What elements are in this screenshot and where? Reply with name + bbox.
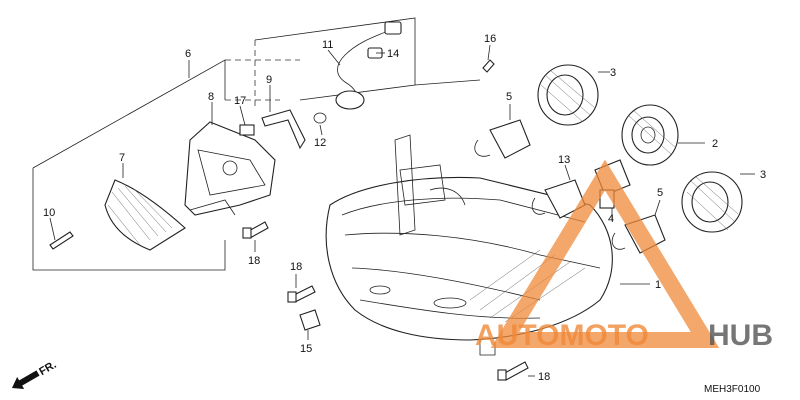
watermark-text-part1: AUTOMOTO [475, 319, 649, 352]
clip-17 [239, 124, 255, 136]
bolt-18-upper [242, 221, 269, 239]
callout-numbers: 1 2 3 3 4 5 5 6 7 8 9 10 11 12 13 14 15 … [43, 33, 766, 383]
callout-2: 2 [712, 138, 718, 150]
callout-1: 1 [655, 279, 661, 291]
bracket [261, 109, 306, 150]
bolt-18-lower [497, 361, 529, 381]
callout-3-lower: 3 [760, 169, 766, 181]
dust-cover-upper [537, 64, 599, 126]
callout-11: 11 [322, 39, 333, 51]
watermark: AUTOMOTO HUB [475, 159, 773, 352]
callout-14: 14 [387, 48, 399, 60]
callout-4: 4 [608, 213, 614, 225]
position-light-housing [184, 121, 276, 216]
bulb-socket-wire [313, 21, 402, 124]
watermark-text-part2: HUB [708, 319, 773, 352]
callout-7: 7 [119, 152, 125, 164]
front-label: FR. [37, 359, 58, 378]
drawing-code: MEH3F0100 [704, 384, 761, 395]
front-cover [104, 179, 186, 251]
callout-3-upper: 3 [610, 67, 616, 79]
callout-12: 12 [314, 137, 326, 149]
callout-5-upper: 5 [506, 91, 512, 103]
callout-15: 15 [300, 343, 312, 355]
callout-18-lower: 18 [538, 371, 550, 383]
bulb-upper [474, 119, 531, 159]
callout-8: 8 [208, 91, 214, 103]
group-outline-top [254, 17, 481, 110]
callout-16: 16 [484, 33, 496, 45]
callout-13: 13 [558, 154, 570, 166]
callout-9: 9 [266, 74, 272, 86]
front-direction-marker: FR. [12, 359, 59, 390]
callout-10: 10 [43, 207, 55, 219]
clip-15 [299, 309, 321, 331]
callout-18-middle: 18 [290, 261, 302, 273]
headlight-assembly [325, 134, 613, 356]
group-outline-left [32, 59, 300, 271]
screw-16 [482, 59, 495, 73]
callout-6: 6 [185, 48, 191, 60]
dust-cover-center [621, 104, 679, 166]
dust-cover-lower [681, 171, 743, 233]
bolt-18-middle [287, 285, 316, 303]
callout-17: 17 [234, 95, 246, 107]
front-arrow-icon [12, 370, 40, 390]
callout-18-upper: 18 [248, 255, 260, 267]
callout-5-right: 5 [657, 187, 663, 199]
leader-lines [49, 44, 755, 377]
watermark-triangle-logo [490, 159, 720, 348]
screw-10 [49, 231, 74, 250]
